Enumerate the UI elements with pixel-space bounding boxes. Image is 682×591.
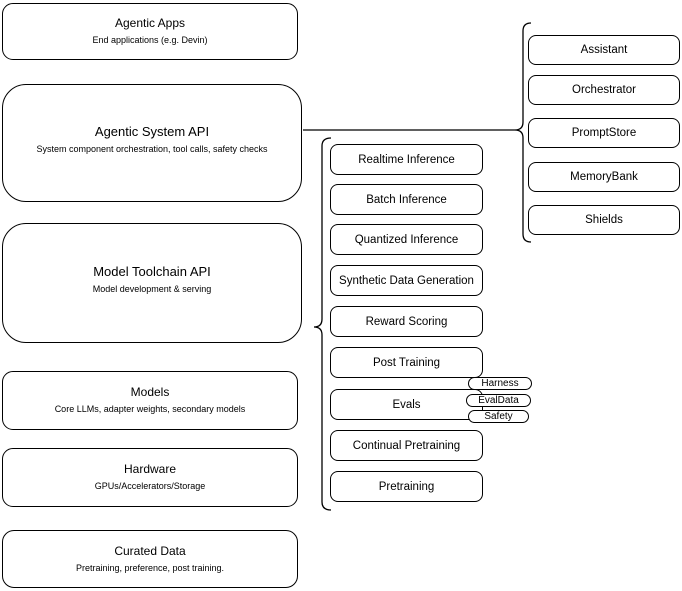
- node-realtime-inference: Realtime Inference: [330, 144, 483, 175]
- node-shields: Shields: [528, 205, 680, 235]
- node-synthetic-data-generation: Synthetic Data Generation: [330, 265, 483, 296]
- node-subtitle: End applications (e.g. Devin): [92, 35, 208, 45]
- node-subtitle: GPUs/Accelerators/Storage: [94, 481, 206, 491]
- node-title: Model Toolchain API: [93, 263, 211, 279]
- toolchain-brace: [313, 137, 332, 511]
- node-post-training: Post Training: [330, 347, 483, 378]
- node-batch-inference: Batch Inference: [330, 184, 483, 215]
- tag-safety: Safety: [468, 410, 529, 423]
- node-assistant: Assistant: [528, 35, 680, 65]
- node-memorybank: MemoryBank: [528, 162, 680, 192]
- node-title: Agentic Apps: [114, 16, 186, 31]
- node-evals: Evals: [330, 389, 483, 420]
- node-reward-scoring: Reward Scoring: [330, 306, 483, 337]
- node-model-toolchain-api: Model Toolchain API Model development & …: [2, 223, 302, 343]
- node-pretraining: Pretraining: [330, 471, 483, 502]
- node-hardware: Hardware GPUs/Accelerators/Storage: [2, 448, 298, 507]
- node-curated-data: Curated Data Pretraining, preference, po…: [2, 530, 298, 588]
- node-quantized-inference: Quantized Inference: [330, 224, 483, 255]
- node-subtitle: Pretraining, preference, post training.: [75, 562, 225, 573]
- node-orchestrator: Orchestrator: [528, 75, 680, 105]
- node-models: Models Core LLMs, adapter weights, secon…: [2, 371, 298, 430]
- node-agentic-system-api: Agentic System API System component orch…: [2, 84, 302, 202]
- node-promptstore: PromptStore: [528, 118, 680, 148]
- node-subtitle: Model development & serving: [92, 283, 212, 294]
- node-title: Agentic System API: [94, 123, 210, 139]
- tag-evaldata: EvalData: [466, 394, 531, 407]
- node-title: Models: [130, 385, 170, 400]
- system-components-brace: [514, 22, 532, 243]
- node-subtitle: System component orchestration, tool cal…: [36, 143, 268, 154]
- node-title: Curated Data: [114, 543, 186, 558]
- node-title: Hardware: [123, 462, 177, 477]
- node-agentic-apps: Agentic Apps End applications (e.g. Devi…: [2, 3, 298, 60]
- tag-harness: Harness: [468, 377, 532, 390]
- node-continual-pretraining: Continual Pretraining: [330, 430, 483, 461]
- node-subtitle: Core LLMs, adapter weights, secondary mo…: [54, 404, 246, 414]
